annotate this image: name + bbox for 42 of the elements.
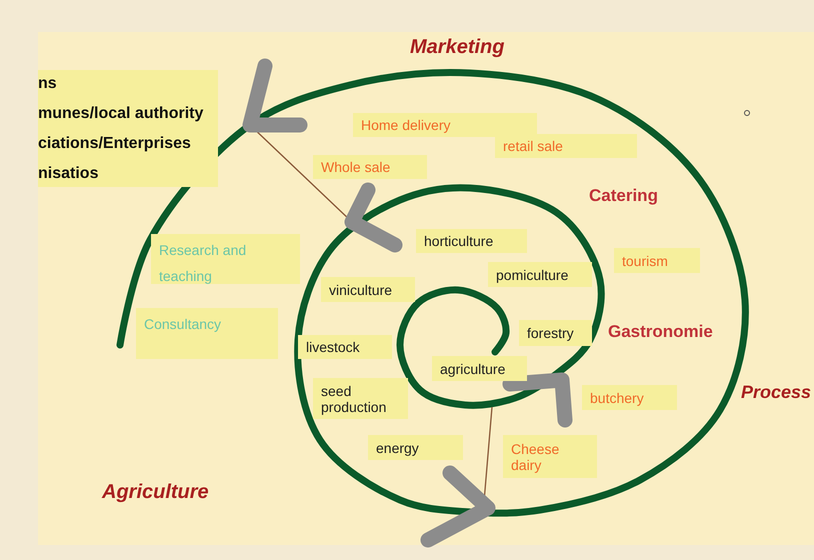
box-text: butchery xyxy=(590,390,645,406)
text-box xyxy=(313,155,427,179)
text-box xyxy=(495,134,637,158)
box-text: horticulture xyxy=(424,233,494,249)
box-text: ciations/Enterprises xyxy=(38,134,192,154)
box-text: livestock xyxy=(306,339,361,355)
text-box xyxy=(614,248,700,273)
box-text: agriculture xyxy=(440,360,506,376)
box-text: energy xyxy=(376,440,420,456)
box-text: Home delivery xyxy=(361,117,452,133)
box-text: munes/local authority xyxy=(38,104,204,124)
text-box xyxy=(582,385,677,410)
text-box xyxy=(368,435,463,460)
text-box xyxy=(503,435,597,478)
section-title: Marketing xyxy=(410,36,504,59)
text-box xyxy=(519,320,592,346)
category-label: Gastronomie xyxy=(608,322,713,342)
box-text: Cheese dairy xyxy=(511,440,560,472)
box-text: nisatios xyxy=(38,164,100,184)
text-box xyxy=(136,308,278,359)
text-box xyxy=(353,113,537,137)
box-text: forestry xyxy=(527,325,575,341)
box-text: seed production xyxy=(321,382,388,414)
box-text: retail sale xyxy=(503,138,564,154)
box-text: Research and teaching xyxy=(159,241,248,286)
box-text: Consultancy xyxy=(144,315,222,334)
category-label: Catering xyxy=(589,186,658,206)
section-title: Process xyxy=(741,382,812,403)
text-box xyxy=(321,277,415,302)
box-text: viniculture xyxy=(329,282,394,298)
text-box xyxy=(432,356,527,381)
box-text: ns xyxy=(38,74,58,94)
text-box xyxy=(416,229,527,253)
text-box xyxy=(151,234,300,284)
text-box xyxy=(488,262,592,287)
text-box xyxy=(313,378,408,419)
section-title: Agriculture xyxy=(102,481,209,504)
list-box xyxy=(38,70,218,187)
box-text: Whole sale xyxy=(321,159,392,175)
box-text: pomiculture xyxy=(496,266,570,282)
text-box xyxy=(298,335,392,359)
box-text: tourism xyxy=(622,252,669,268)
